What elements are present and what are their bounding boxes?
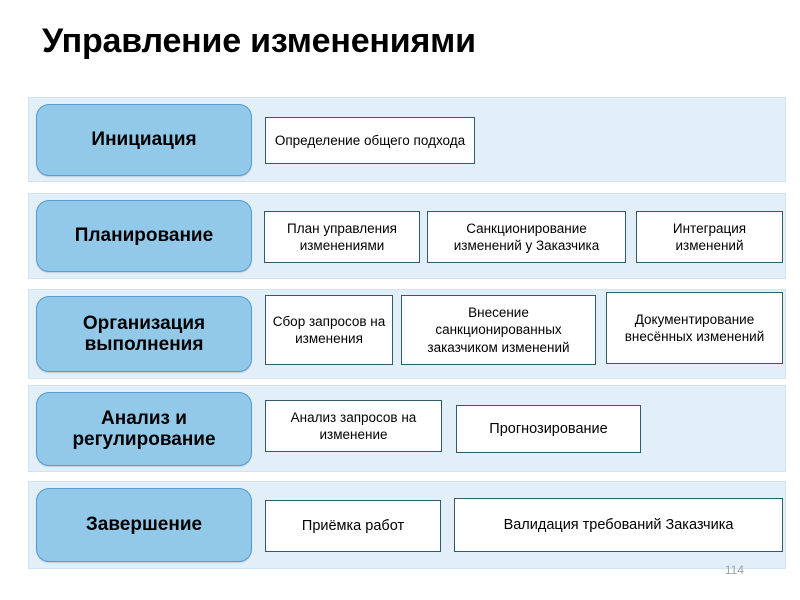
phase-label-initiation[interactable]: Инициация bbox=[36, 104, 252, 176]
task-box[interactable]: Определение общего подхода bbox=[265, 117, 475, 164]
phase-label-completion[interactable]: Завершение bbox=[36, 488, 252, 562]
phase-label-organization[interactable]: Организация выполнения bbox=[36, 296, 252, 372]
page-number: 114 bbox=[724, 563, 744, 577]
phase-label-planning[interactable]: Планирование bbox=[36, 200, 252, 272]
page-title: Управление изменениями bbox=[42, 22, 476, 60]
task-box[interactable]: Сбор запросов на изменения bbox=[265, 295, 393, 365]
phase-row-completion: Завершение Приёмка работ Валидация требо… bbox=[28, 481, 786, 569]
task-box[interactable]: Валидация требований Заказчика bbox=[454, 498, 783, 552]
task-box[interactable]: План управления изменениями bbox=[264, 211, 420, 263]
task-box[interactable]: Анализ запросов на изменение bbox=[265, 400, 442, 452]
task-box[interactable]: Внесение санкционированных заказчиком из… bbox=[401, 295, 596, 365]
phase-row-analysis: Анализ и регулирование Анализ запросов н… bbox=[28, 385, 786, 472]
task-box[interactable]: Прогнозирование bbox=[456, 405, 641, 453]
phase-row-planning: Планирование План управления изменениями… bbox=[28, 193, 786, 279]
phase-label-analysis[interactable]: Анализ и регулирование bbox=[36, 392, 252, 466]
task-box[interactable]: Документирование внесённых изменений bbox=[606, 292, 783, 364]
task-box[interactable]: Интеграция изменений bbox=[636, 211, 783, 263]
task-box[interactable]: Санкционирование изменений у Заказчика bbox=[427, 211, 626, 263]
phase-row-organization: Организация выполнения Сбор запросов на … bbox=[28, 289, 786, 379]
task-box[interactable]: Приёмка работ bbox=[265, 500, 441, 552]
phase-row-initiation: Инициация Определение общего подхода bbox=[28, 97, 786, 182]
